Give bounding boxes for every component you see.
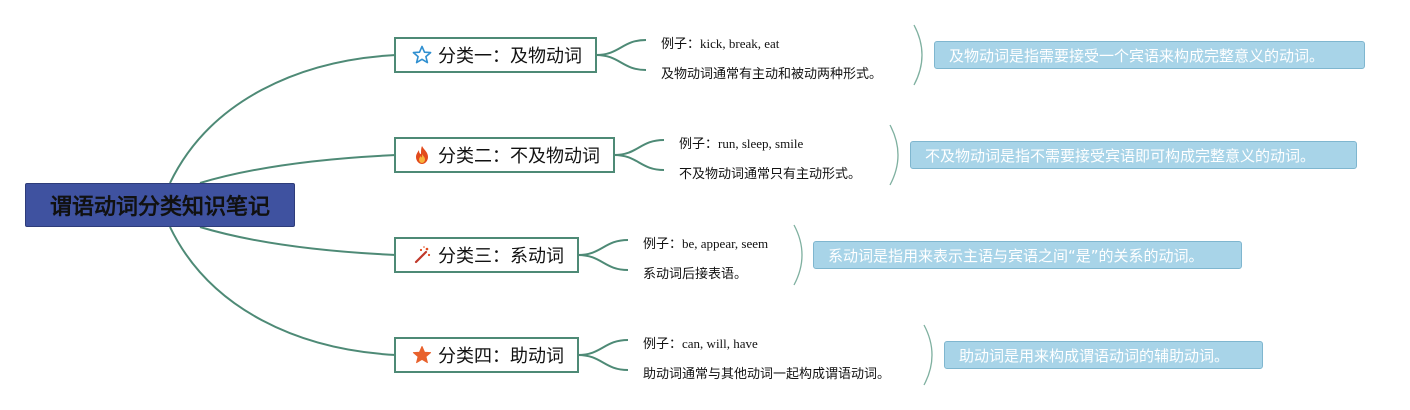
link-root-cat1 — [169, 54, 397, 184]
category-4-label: 分类四：助动词 — [438, 346, 564, 367]
link-cat3-leaf2 — [577, 254, 629, 271]
example-label: 例子： — [643, 237, 683, 252]
link-cat2-leaf2 — [613, 154, 665, 171]
note-text: 助动词是用来构成谓语动词的辅助动词。 — [959, 346, 1230, 365]
category-2-label: 分类二：不及物动词 — [438, 146, 600, 167]
link-root-cat4 — [169, 226, 397, 356]
category-1-node[interactable]: 分类一：及物动词 — [394, 37, 597, 73]
bracket-3 — [793, 224, 803, 286]
example-words: kick, break, eat — [700, 36, 780, 51]
link-cat1-leaf2 — [595, 54, 647, 71]
bracket-1 — [913, 24, 923, 86]
category-3-label: 分类三：系动词 — [438, 246, 564, 267]
category-3-example[interactable]: 例子：be, appear, seem — [643, 233, 768, 252]
link-cat2-leaf1 — [613, 139, 665, 156]
category-2-node[interactable]: 分类二：不及物动词 — [394, 137, 615, 173]
link-cat3-leaf1 — [577, 239, 629, 256]
fire-icon — [412, 145, 432, 165]
category-4-example[interactable]: 例子：can, will, have — [643, 333, 758, 352]
example-label: 例子： — [643, 337, 683, 352]
link-cat1-leaf1 — [595, 39, 647, 56]
category-2-note[interactable]: 不及物动词是指不需要接受宾语即可构成完整意义的动词。 — [910, 141, 1357, 169]
category-1-label: 分类一：及物动词 — [438, 46, 582, 67]
star-filled-icon — [412, 345, 432, 365]
category-1-detail[interactable]: 及物动词通常有主动和被动两种形式。 — [661, 67, 883, 82]
link-root-cat3 — [199, 226, 397, 256]
star-outline-icon — [412, 45, 432, 65]
link-cat4-leaf2 — [577, 354, 629, 371]
category-1-note[interactable]: 及物动词是指需要接受一个宾语来构成完整意义的动词。 — [934, 41, 1365, 69]
example-label: 例子： — [679, 137, 719, 152]
category-1-example[interactable]: 例子：kick, break, eat — [661, 33, 779, 52]
note-text: 及物动词是指需要接受一个宾语来构成完整意义的动词。 — [949, 46, 1325, 65]
category-4-detail[interactable]: 助动词通常与其他动词一起构成谓语动词。 — [643, 367, 891, 382]
category-2-example[interactable]: 例子：run, sleep, smile — [679, 133, 803, 152]
note-text: 系动词是指用来表示主语与宾语之间“是”的关系的动词。 — [828, 246, 1204, 265]
category-4-note[interactable]: 助动词是用来构成谓语动词的辅助动词。 — [944, 341, 1263, 369]
root-title: 谓语动词分类知识笔记 — [49, 195, 270, 220]
category-4-node[interactable]: 分类四：助动词 — [394, 337, 579, 373]
link-root-cat2 — [199, 154, 397, 184]
bracket-2 — [889, 124, 899, 186]
root-topic[interactable]: 谓语动词分类知识笔记 — [25, 183, 295, 227]
note-text: 不及物动词是指不需要接受宾语即可构成完整意义的动词。 — [925, 146, 1316, 165]
example-label: 例子： — [661, 37, 701, 52]
example-words: run, sleep, smile — [718, 136, 804, 151]
magic-wand-icon — [412, 245, 432, 265]
example-words: be, appear, seem — [682, 236, 769, 251]
category-3-node[interactable]: 分类三：系动词 — [394, 237, 579, 273]
category-3-detail[interactable]: 系动词后接表语。 — [643, 267, 748, 282]
link-cat4-leaf1 — [577, 339, 629, 356]
example-words: can, will, have — [682, 336, 758, 351]
category-2-detail[interactable]: 不及物动词通常只有主动形式。 — [679, 167, 862, 182]
category-3-note[interactable]: 系动词是指用来表示主语与宾语之间“是”的关系的动词。 — [813, 241, 1242, 269]
bracket-4 — [923, 324, 933, 386]
